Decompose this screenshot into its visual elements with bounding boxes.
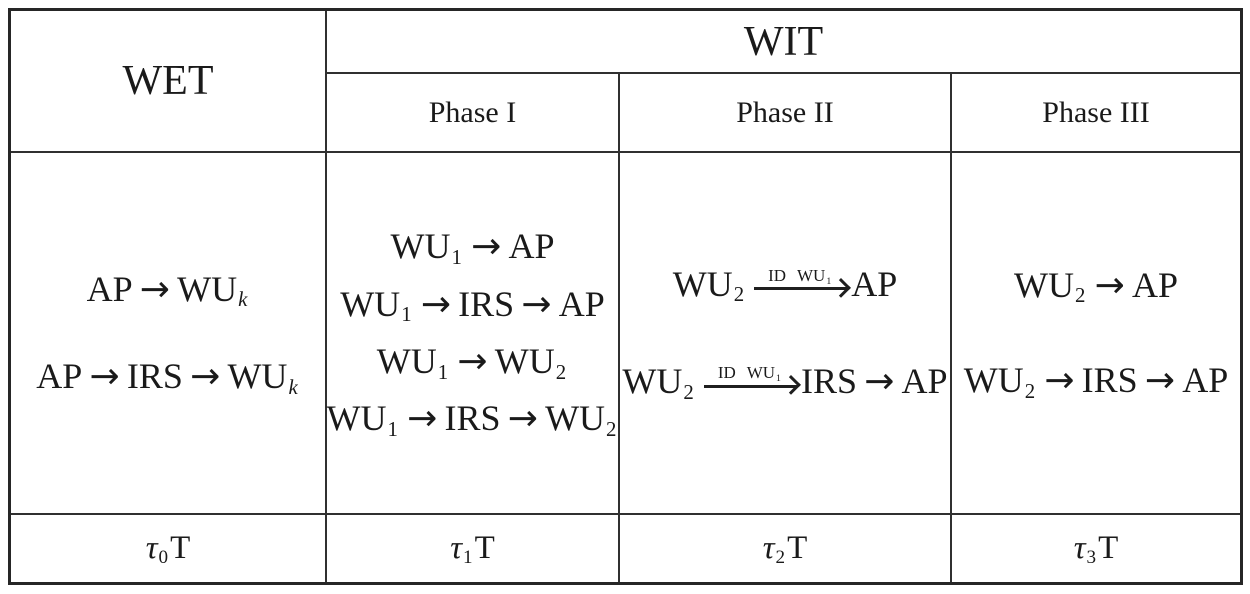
phase3-label: Phase III: [1042, 95, 1150, 129]
formula-line: WU2→AP: [1014, 264, 1178, 308]
phase3-body-cell: WU2→AP WU2→IRS→AP: [952, 153, 1240, 515]
formula-line: WU1→IRS→AP: [340, 283, 605, 327]
right-arrow-icon: →: [420, 283, 451, 325]
right-arrow-icon: →: [190, 356, 221, 397]
duration-label: τ3T: [1073, 529, 1119, 568]
right-arrow-icon: →: [471, 226, 502, 268]
right-arrow-icon: →: [864, 361, 895, 402]
labeled-arrow-icon: ID WU1: [754, 265, 848, 291]
duration-label: τ1T: [450, 529, 495, 568]
formula-line: WU2→IRS→AP: [963, 360, 1229, 403]
wet-header-cell: WET: [11, 11, 327, 153]
formula-line: WU1→WU2: [376, 341, 567, 384]
wet-wit-phase-table: WET WIT Phase I Phase II Phase III AP→WU…: [8, 8, 1243, 585]
formula-line: AP→IRS→WUk: [36, 356, 298, 399]
arrow-label: ID WU1: [768, 265, 832, 287]
wit-label: WIT: [743, 18, 824, 65]
right-arrow-icon: →: [1094, 264, 1125, 306]
phase3-duration-cell: τ3T: [952, 515, 1240, 582]
wet-label: WET: [122, 58, 214, 104]
labeled-arrow-icon: ID WU1: [703, 362, 797, 388]
right-arrow-icon: →: [457, 341, 488, 382]
phase2-duration-cell: τ2T: [620, 515, 952, 582]
wit-header-cell: WIT: [327, 11, 1240, 74]
duration-label: τ2T: [762, 529, 808, 568]
phase1-body-cell: WU1→AP WU1→IRS→AP WU1→WU2 WU1→IRS→WU2: [327, 153, 620, 515]
phase2-header-cell: Phase II: [620, 74, 952, 153]
right-arrow-icon: →: [1044, 360, 1075, 401]
duration-label: τ0T: [145, 529, 191, 568]
phase1-label: Phase I: [428, 95, 517, 129]
formula-line: WU1→IRS→WU2: [326, 398, 617, 442]
phase1-header-cell: Phase I: [327, 74, 620, 153]
right-arrow-icon: →: [521, 283, 552, 325]
right-arrow-icon: →: [407, 398, 438, 440]
wet-duration-cell: τ0T: [11, 515, 327, 582]
arrow-label: ID WU1: [717, 362, 781, 385]
wet-body-cell: AP→WUk AP→IRS→WUk: [11, 153, 327, 515]
arrow-line: [703, 384, 797, 388]
right-arrow-icon: →: [89, 356, 120, 397]
formula-line: AP→WUk: [86, 268, 248, 312]
phase1-duration-cell: τ1T: [327, 515, 620, 582]
phase3-header-cell: Phase III: [952, 74, 1240, 153]
formula-line: WU1→AP: [390, 226, 555, 269]
right-arrow-icon: →: [139, 268, 170, 310]
phase2-label: Phase II: [736, 95, 834, 129]
right-arrow-icon: →: [1144, 360, 1176, 401]
arrow-line: [754, 287, 848, 291]
right-arrow-icon: →: [507, 398, 538, 440]
